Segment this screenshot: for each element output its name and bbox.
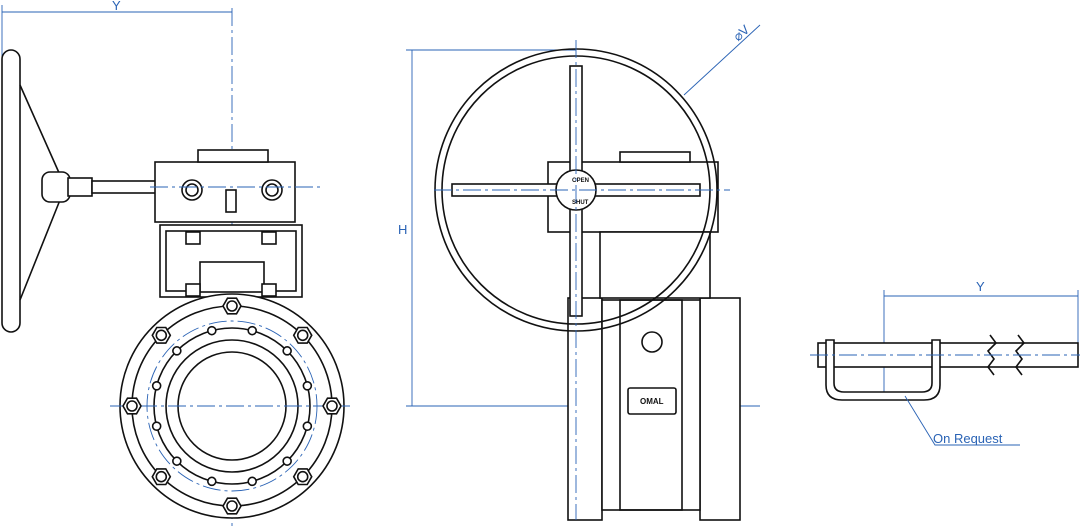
bolt-hole bbox=[302, 421, 313, 431]
bolt-shank bbox=[155, 470, 168, 483]
y-dimension-label-right: Y bbox=[976, 279, 985, 294]
bolt-hole bbox=[151, 381, 162, 391]
bolt-shank bbox=[326, 400, 338, 412]
flange-right bbox=[699, 297, 741, 521]
on-request-leader bbox=[904, 395, 1020, 446]
diameter-v-label: ⌀V bbox=[730, 22, 753, 44]
bolt-hole bbox=[207, 325, 217, 336]
bolt-hole bbox=[302, 381, 313, 391]
front-view: H ⌀V OMAL OPEN SHUT bbox=[398, 22, 761, 521]
y-dimension-label-left: Y bbox=[112, 0, 121, 13]
bolt-hole bbox=[172, 456, 182, 466]
bolt-head-icon bbox=[292, 468, 313, 486]
u-handle bbox=[825, 339, 941, 401]
bolt-shank bbox=[296, 329, 309, 342]
diameter-leader bbox=[683, 24, 761, 96]
bolt-head-icon bbox=[122, 397, 142, 415]
bolt-head-icon bbox=[322, 397, 342, 415]
bolt-shank bbox=[155, 329, 168, 342]
bolt-shank bbox=[226, 500, 238, 512]
handle-detail: Y On Request bbox=[810, 279, 1080, 446]
on-request-label: On Request bbox=[933, 431, 1003, 446]
bolt-shank bbox=[126, 400, 138, 412]
svg-text:OMAL: OMAL bbox=[640, 397, 664, 406]
bolt-hole bbox=[247, 325, 257, 336]
bolt-head-icon bbox=[151, 326, 172, 344]
bolt-hole bbox=[151, 421, 162, 431]
bolt-hole bbox=[207, 476, 217, 487]
bolt-head-icon bbox=[151, 468, 172, 486]
bolt-head-icon bbox=[292, 326, 313, 344]
svg-text:SHUT: SHUT bbox=[572, 200, 589, 206]
svg-text:OPEN: OPEN bbox=[572, 178, 589, 184]
side-view: Y bbox=[1, 0, 350, 526]
flange-bolts bbox=[122, 297, 342, 515]
bolt-head-icon bbox=[222, 497, 242, 515]
h-dimension-label: H bbox=[398, 222, 407, 237]
bolt-head-icon bbox=[222, 297, 242, 315]
bolt-hole bbox=[172, 346, 182, 356]
bolt-shank bbox=[296, 470, 309, 483]
brand-plate bbox=[627, 387, 677, 415]
bolt-shank bbox=[226, 300, 238, 312]
bolt-hole bbox=[282, 346, 292, 356]
bolt-hole bbox=[247, 476, 257, 487]
handwheel-edge bbox=[1, 49, 21, 333]
bolt-hole bbox=[282, 456, 292, 466]
